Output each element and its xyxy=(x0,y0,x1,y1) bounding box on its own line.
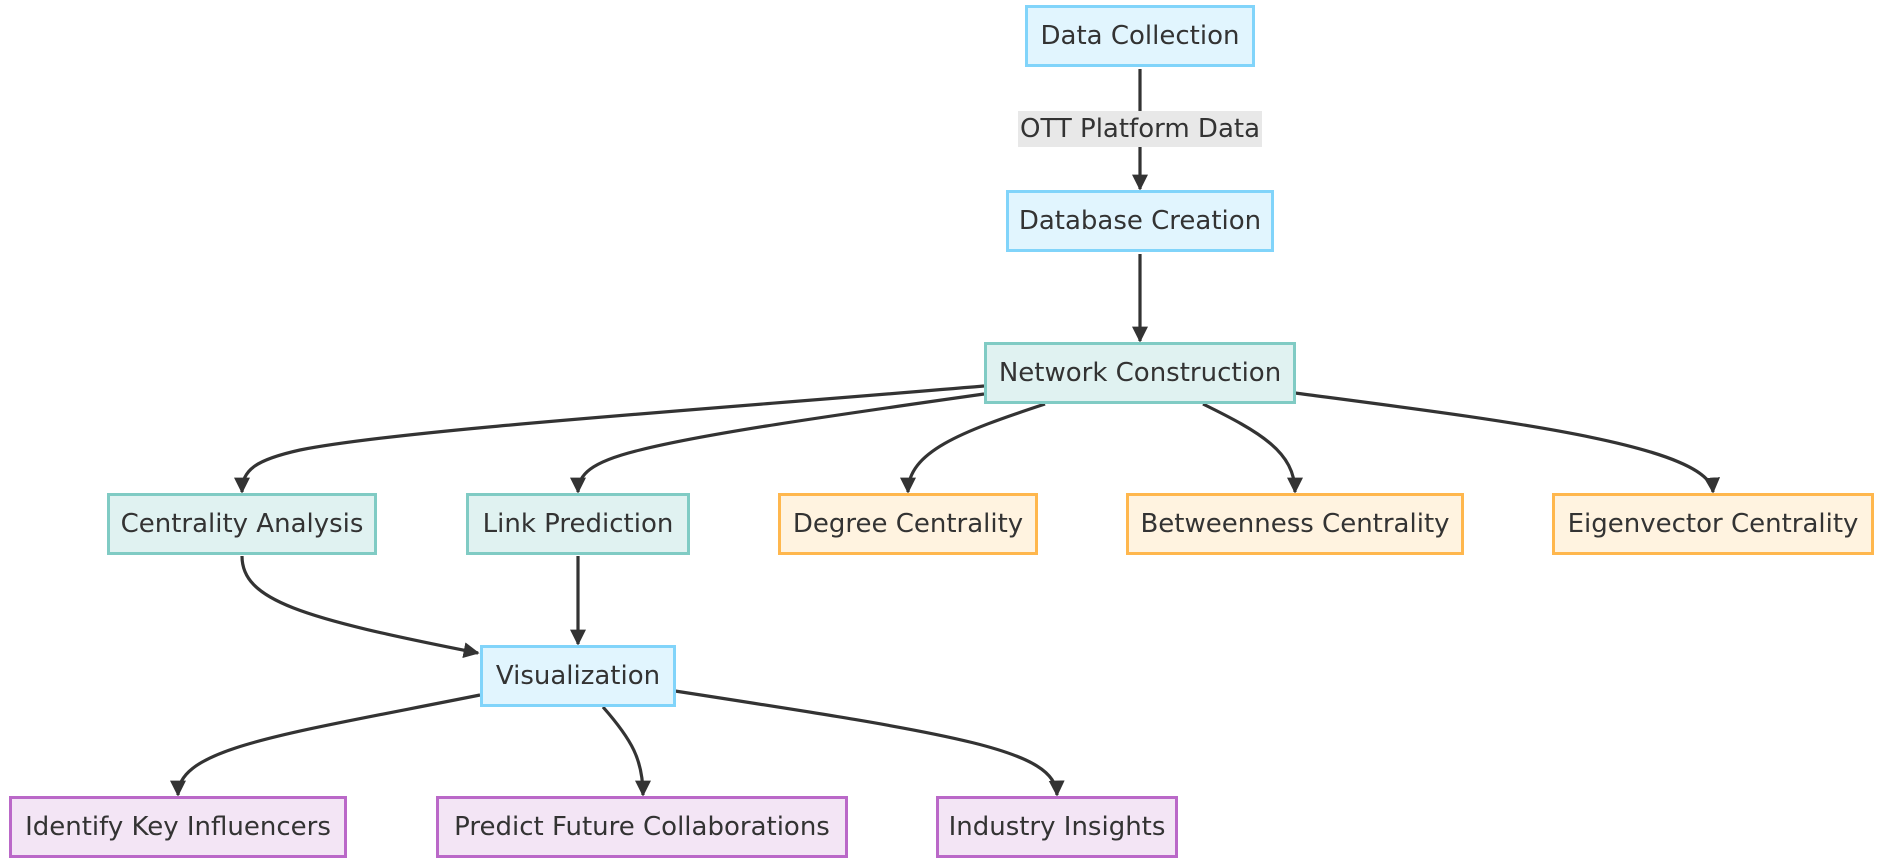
edge-visualization-to-identify-key-influencers xyxy=(170,693,481,797)
edge-network-construction-to-betweenness-centrality xyxy=(1202,402,1303,494)
edge-network-construction-to-degree-centrality xyxy=(900,402,1046,494)
node-eigenvector-centrality: Eigenvector Centrality xyxy=(1552,493,1874,555)
edge-network-construction-to-eigenvector-centrality xyxy=(1294,391,1721,494)
edge-network-construction-to-centrality-analysis xyxy=(234,384,985,494)
node-network-construction: Network Construction xyxy=(984,342,1296,404)
node-data-collection: Data Collection xyxy=(1025,5,1255,67)
node-predict-future-collaborations: Predict Future Collaborations xyxy=(436,796,848,858)
node-database-creation: Database Creation xyxy=(1006,190,1274,252)
node-centrality-analysis: Centrality Analysis xyxy=(107,493,377,555)
node-link-prediction: Link Prediction xyxy=(466,493,690,555)
edge-visualization-to-industry-insights xyxy=(674,689,1065,797)
node-betweenness-centrality: Betweenness Centrality xyxy=(1126,493,1464,555)
edge-centrality-analysis-to-visualization xyxy=(240,555,480,659)
node-degree-centrality: Degree Centrality xyxy=(778,493,1038,555)
node-industry-insights: Industry Insights xyxy=(936,796,1178,858)
node-visualization: Visualization xyxy=(480,645,676,707)
edge-label-ott-platform-data: OTT Platform Data xyxy=(1018,111,1262,147)
node-identify-key-influencers: Identify Key Influencers xyxy=(9,796,347,858)
edge-network-construction-to-link-prediction xyxy=(570,392,985,494)
edge-visualization-to-predict-future-collaborations xyxy=(601,705,651,797)
